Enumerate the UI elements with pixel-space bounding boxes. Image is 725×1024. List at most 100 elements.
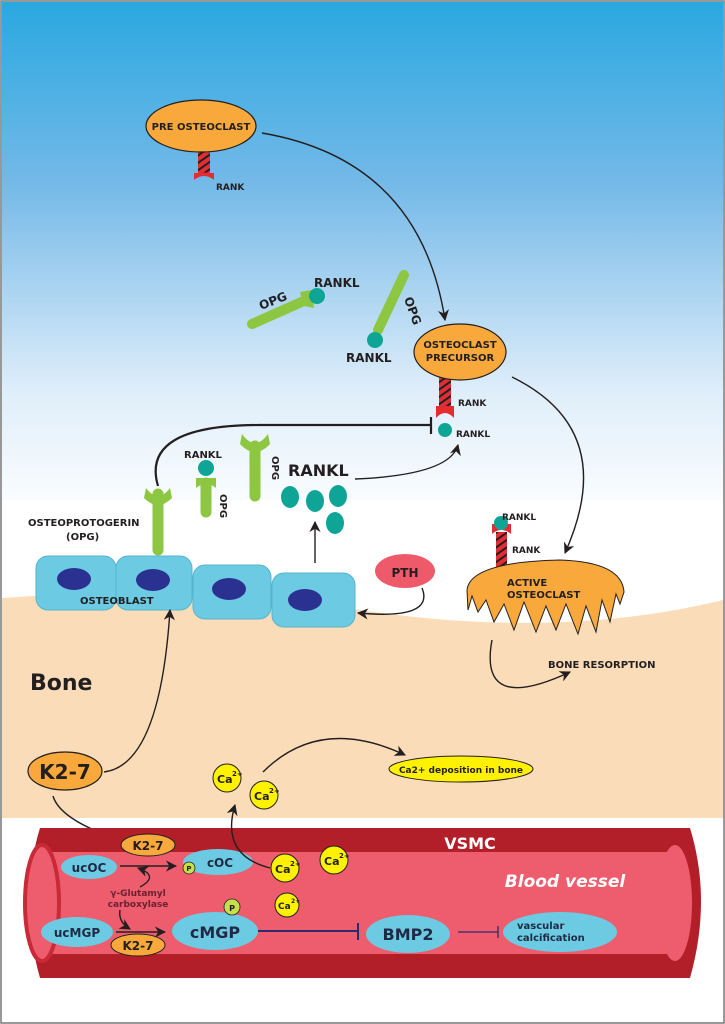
- pre-osteoclast-cell: [145, 99, 257, 153]
- rank-label: RANK: [512, 546, 541, 556]
- extracellular-space: [2, 2, 723, 522]
- pth: PTH: [375, 554, 435, 588]
- osteoblast-layer: OSTEOBLAST: [35, 555, 356, 628]
- rank-receptor-stalk: [439, 372, 451, 408]
- calcium-vessel-1: Ca 2+: [270, 853, 301, 883]
- rankl-label: RANKL: [456, 430, 490, 440]
- vessel-opening-right: [658, 845, 692, 961]
- ucoc: ucOC: [61, 855, 117, 879]
- bone-resorption-arrow: [489, 639, 572, 689]
- osteoprotegerin-label: OSTEOPROTOGERIN: [28, 518, 140, 529]
- ca-label: Ca: [254, 790, 270, 803]
- phosphate-label: P: [229, 904, 235, 913]
- bone-resorption-label: BONE RESORPTION: [548, 660, 655, 671]
- ca-deposition: Ca2+ deposition in bone: [388, 755, 534, 783]
- rankl-label: RANKL: [314, 276, 360, 290]
- pre-osteoclast: PRE OSTEOCLAST RANK: [145, 99, 257, 193]
- enzyme-label-2: carboxylase: [108, 900, 169, 910]
- vascular-calcification: vascular calcification: [503, 912, 617, 952]
- nucleus: [212, 578, 246, 600]
- osteoprotegerin-abbrev: (OPG): [66, 532, 99, 543]
- rankl-bound: [438, 423, 452, 437]
- phosphate-group: [182, 861, 196, 875]
- osteoblast-opg: OSTEOPROTOGERIN (OPG): [28, 488, 172, 556]
- vascular-label-1: vascular: [517, 921, 564, 932]
- vsmc-label: VSMC: [444, 834, 496, 853]
- calcium-vessel-2: Ca 2+: [319, 845, 350, 875]
- rank-receptor-head: [194, 173, 214, 180]
- precursor-label-2: PRECURSOR: [426, 353, 495, 364]
- nucleus: [57, 568, 91, 590]
- opg-label: OPG: [269, 456, 280, 480]
- free-opg: OPG: [240, 434, 280, 502]
- enzyme-coc-arrow: [136, 866, 151, 888]
- bmp2: BMP2: [366, 915, 450, 953]
- pth-hormone: [375, 554, 435, 588]
- phosphate-label: P: [186, 865, 191, 873]
- ca-charge: 2+: [269, 787, 280, 795]
- differentiation-arrow-1: [261, 132, 449, 322]
- rankl-label: RANKL: [184, 450, 223, 461]
- active-osteoclast-label-1: ACTIVE: [507, 578, 547, 589]
- coc-label: cOC: [207, 856, 233, 870]
- rankl-cluster-label: RANKL: [288, 461, 349, 480]
- ca-label: Ca: [324, 855, 340, 868]
- cmgp: cMGP P: [172, 898, 258, 950]
- rankl-ligand: [367, 332, 383, 348]
- enzyme-label-1: γ-Glutamyl: [110, 889, 165, 899]
- rankl-binding-arrow: [354, 443, 461, 480]
- bmp2-label: BMP2: [383, 925, 434, 944]
- ucoc-label: ucOC: [72, 861, 107, 875]
- phosphate-group: [223, 898, 241, 916]
- vessel-opening-left: [23, 843, 61, 963]
- nucleus: [136, 569, 170, 591]
- ucmgp-label: ucMGP: [54, 926, 100, 940]
- ca-deposition-label: Ca2+ deposition in bone: [399, 766, 523, 776]
- calcium-bone-2: Ca 2+: [249, 780, 280, 810]
- rank-label: RANK: [216, 183, 245, 193]
- k27-molecule: [27, 751, 103, 791]
- calcium-bone-1: Ca 2+: [212, 763, 243, 793]
- calcium-vessel-3: Ca 2+: [274, 892, 300, 918]
- nucleus: [288, 589, 322, 611]
- ca-label: Ca: [217, 773, 233, 786]
- k27-label: K2-7: [133, 839, 164, 853]
- rankl-ligand: [309, 288, 325, 304]
- coc: cOC P: [182, 849, 253, 875]
- sky-fade: [2, 500, 723, 540]
- rank-receptor-stalk: [496, 532, 507, 568]
- rank-label: RANK: [458, 399, 487, 409]
- k27-label: K2-7: [39, 760, 91, 784]
- ca-charge: 2+: [290, 860, 301, 868]
- opg-inhibition-line: [154, 423, 430, 487]
- bone-label: Bone: [30, 671, 92, 696]
- active-osteoclast-cell: [466, 559, 625, 636]
- opg-label: OPG: [217, 494, 228, 518]
- ca-transport-arrow: [226, 803, 271, 869]
- active-osteoclast: RANKL RANK ACTIVE OSTEOCLAST: [466, 513, 625, 636]
- k27-osteoblast-arrow: [103, 608, 175, 773]
- active-osteoclast-label-2: OSTEOCLAST: [507, 590, 581, 601]
- ca-label: Ca: [278, 902, 291, 912]
- ca-charge: 2+: [291, 898, 300, 905]
- blood-vessel-label: Blood vessel: [505, 872, 627, 892]
- vascular-label-2: calcification: [517, 933, 585, 944]
- enzyme-cmgp-arrow: [118, 909, 131, 930]
- rankl-label: RANKL: [502, 513, 536, 523]
- k27-vessel-upper: K2-7: [120, 833, 176, 857]
- precursor-label-1: OSTEOCLAST: [423, 340, 497, 351]
- osteoblast-label: OSTEOBLAST: [80, 596, 154, 607]
- pre-osteoclast-label: PRE OSTEOCLAST: [152, 122, 251, 133]
- ucmgp: ucMGP: [41, 917, 113, 947]
- k27-bone: K2-7: [27, 751, 103, 791]
- rank-receptor-stalk: [198, 150, 210, 175]
- ca-deposition-arrow: [262, 737, 407, 773]
- pth-label: PTH: [391, 566, 418, 580]
- opg-rankl-bound: RANKL OPG: [184, 450, 228, 518]
- pth-stimulation-arrow: [356, 587, 425, 620]
- bone-region: [2, 593, 723, 818]
- osteoclast-precursor: OSTEOCLAST PRECURSOR RANK RANKL: [413, 323, 507, 440]
- ca-label: Ca: [275, 863, 291, 876]
